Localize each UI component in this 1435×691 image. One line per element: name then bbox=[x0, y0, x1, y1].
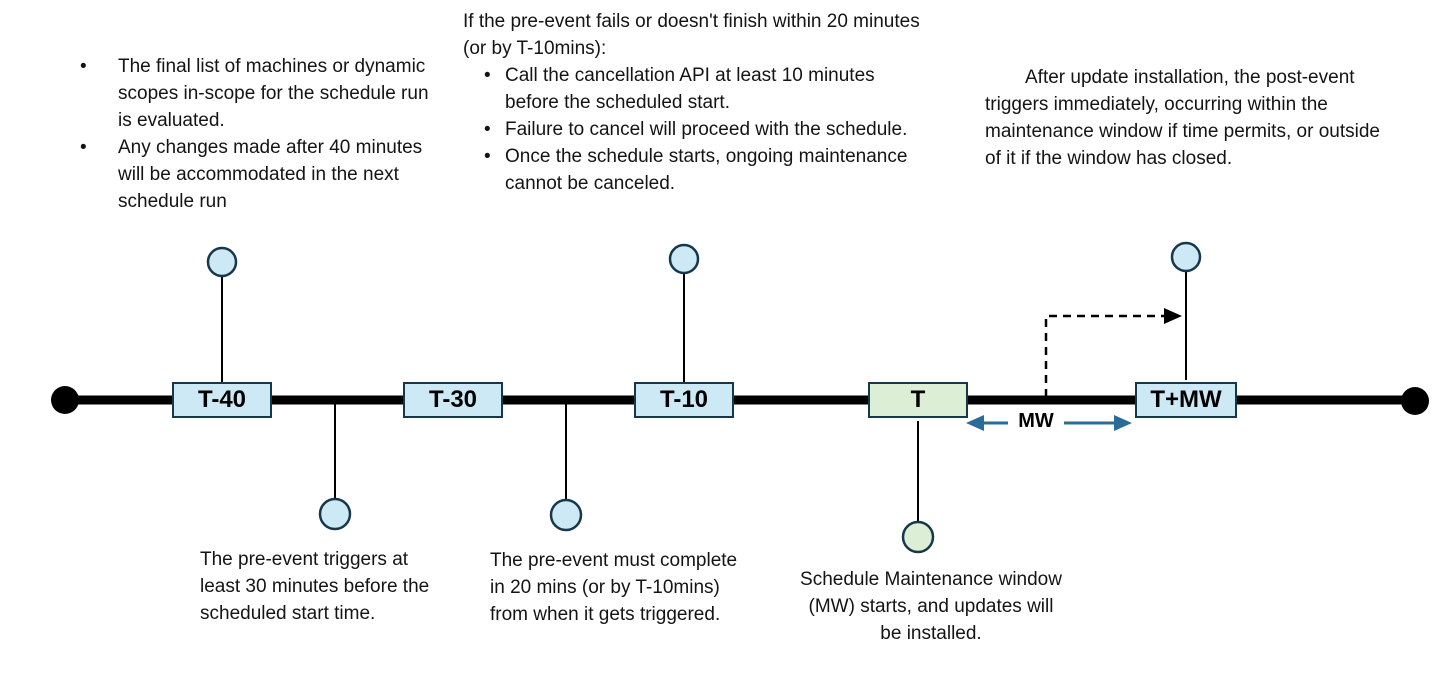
note-pre-event-trigger: The pre-event triggers at least 30 minut… bbox=[200, 549, 430, 624]
event-circle-above-tplusmw bbox=[1170, 241, 1202, 273]
event-circle-below-t bbox=[901, 520, 935, 554]
post-event-dashed-arrowhead bbox=[1164, 308, 1182, 324]
timeline-marker-tplusmw: T+MW bbox=[1135, 382, 1237, 418]
note-top-center: If the pre-event fails or doesn't finish… bbox=[463, 8, 925, 197]
note-top-left-item-1: The final list of machines or dynamic sc… bbox=[76, 53, 442, 134]
note-top-center-item-3: Once the schedule starts, ongoing mainte… bbox=[463, 143, 925, 197]
note-top-center-item-1: Call the cancellation API at least 10 mi… bbox=[463, 62, 925, 116]
timeline-marker-t: T bbox=[868, 382, 968, 418]
note-top-center-item-2: Failure to cancel will proceed with the … bbox=[463, 116, 925, 143]
event-circle-above-t40 bbox=[206, 246, 238, 278]
timeline-endpoint-left bbox=[51, 386, 79, 414]
note-top-left-item-2: Any changes made after 40 minutes will b… bbox=[76, 134, 442, 215]
timeline-marker-t10: T-10 bbox=[634, 382, 734, 418]
event-circle-below-pre-event-complete bbox=[549, 498, 583, 532]
timeline-endpoint-right bbox=[1401, 387, 1429, 415]
event-circle-below-pre-event-trigger bbox=[318, 497, 352, 531]
note-top-center-heading: If the pre-event fails or doesn't finish… bbox=[463, 11, 920, 59]
note-maintenance-window-start: Schedule Maintenance window (MW) starts,… bbox=[800, 569, 1062, 644]
mw-span-label: MW bbox=[1018, 410, 1054, 432]
post-event-dashed-arrow bbox=[1044, 314, 1166, 397]
note-top-right: After update installation, the post-even… bbox=[985, 67, 1380, 169]
timeline-marker-t40: T-40 bbox=[172, 382, 272, 418]
note-pre-event-complete: The pre-event must complete in 20 mins (… bbox=[490, 550, 738, 625]
event-circle-above-t10 bbox=[668, 243, 700, 275]
timeline-marker-t30: T-30 bbox=[403, 382, 503, 418]
mw-arrow-left-head bbox=[966, 415, 984, 431]
note-top-left: The final list of machines or dynamic sc… bbox=[76, 53, 442, 215]
mw-arrow-right-head bbox=[1114, 415, 1132, 431]
